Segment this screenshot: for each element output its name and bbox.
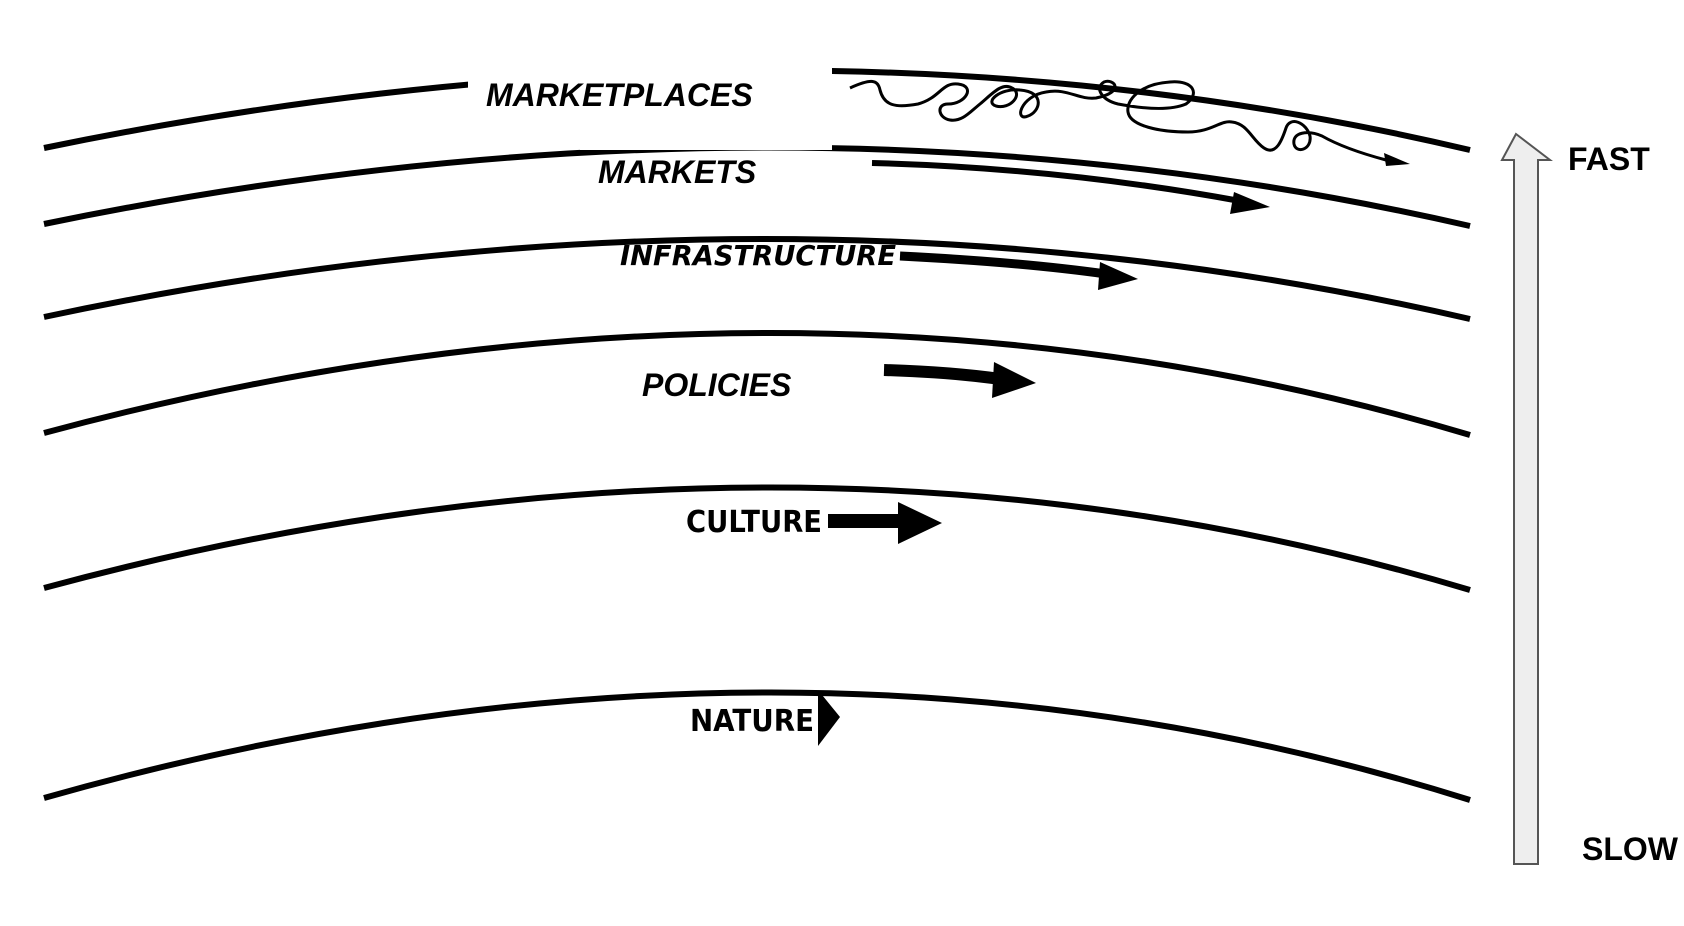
label-backdrop (468, 55, 832, 150)
marketplaces-squiggle-arrow (849, 79, 1410, 166)
boundary-arc-5 (43, 484, 1471, 593)
policies-arrow (883, 362, 1036, 398)
layer-labels: MARKETPLACES MARKETS INFRASTRUCTURE POLI… (486, 77, 896, 739)
layer-label-nature: NATURE (690, 704, 814, 739)
culture-arrow (828, 502, 942, 544)
speed-axis-arrow (1500, 132, 1553, 865)
boundary-arc-4 (43, 330, 1471, 438)
nature-arrow (818, 690, 840, 746)
boundary-arc-3 (43, 236, 1471, 322)
layer-arrows (818, 79, 1410, 746)
layer-boundaries (43, 67, 1471, 803)
layer-label-culture: CULTURE (686, 505, 822, 540)
layer-label-infrastructure: INFRASTRUCTURE (620, 239, 896, 272)
boundary-arc-6 (43, 689, 1471, 803)
infrastructure-arrow (899, 251, 1138, 290)
markets-arrow (871, 160, 1270, 214)
layer-label-markets: MARKETS (598, 154, 757, 190)
speed-axis: FAST SLOW (1500, 132, 1679, 867)
speed-label-slow: SLOW (1582, 831, 1679, 867)
boundary-arc-2 (43, 144, 1471, 229)
layer-label-policies: POLICIES (642, 367, 792, 403)
speed-label-fast: FAST (1568, 141, 1650, 177)
layer-label-marketplaces: MARKETPLACES (486, 77, 753, 113)
